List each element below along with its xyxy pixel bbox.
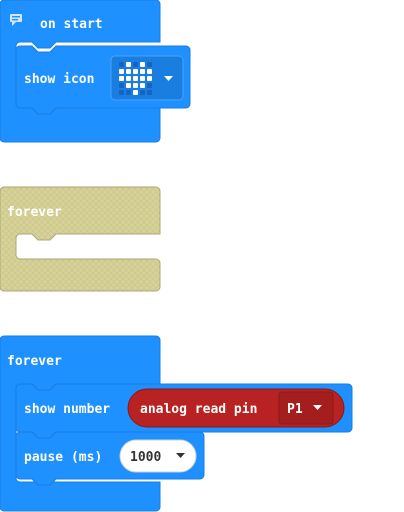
led-pixel: [140, 90, 145, 95]
analog-read-pin-label: analog read pin: [140, 402, 257, 417]
chevron-down-icon: [164, 76, 173, 81]
led-pixel: [126, 76, 131, 81]
led-pixel: [147, 76, 152, 81]
led-pixel: [126, 62, 131, 67]
show-number-block[interactable]: show number analog read pin P1: [15, 383, 353, 439]
chevron-down-icon: [313, 405, 322, 410]
icon-picker-dropdown[interactable]: [110, 55, 184, 101]
heart-icon: [119, 62, 152, 95]
on-start-block[interactable]: on start show icon: [0, 0, 191, 143]
led-pixel: [140, 69, 145, 74]
forever-label-disabled: forever: [7, 205, 62, 220]
forever-block[interactable]: forever show number analog read pin P1 p…: [0, 335, 353, 512]
led-pixel: [119, 76, 124, 81]
led-pixel: [126, 83, 131, 88]
analog-read-pin-block[interactable]: analog read pin P1: [127, 388, 345, 428]
led-pixel: [133, 90, 138, 95]
comment-icon[interactable]: [10, 14, 22, 26]
led-pixel: [126, 90, 131, 95]
led-pixel: [119, 69, 124, 74]
show-number-label: show number: [24, 402, 110, 417]
show-icon-block[interactable]: show icon: [15, 45, 191, 115]
led-pixel: [126, 69, 131, 74]
led-pixel: [133, 62, 138, 67]
pause-block[interactable]: pause (ms) 1000: [15, 431, 205, 486]
forever-block-disabled[interactable]: forever: [0, 186, 161, 292]
pin-dropdown[interactable]: P1: [278, 391, 334, 425]
led-pixel: [119, 90, 124, 95]
pause-label: pause (ms): [24, 450, 102, 465]
led-pixel: [147, 90, 152, 95]
forever-label: forever: [7, 354, 62, 369]
led-pixel: [133, 83, 138, 88]
led-pixel: [133, 69, 138, 74]
led-pixel: [119, 83, 124, 88]
pause-duration-dropdown[interactable]: 1000: [119, 439, 197, 473]
led-pixel: [140, 76, 145, 81]
pin-value: P1: [287, 402, 303, 417]
led-pixel: [147, 69, 152, 74]
chevron-down-icon: [176, 453, 185, 458]
led-pixel: [119, 62, 124, 67]
led-pixel: [133, 76, 138, 81]
led-pixel: [147, 62, 152, 67]
show-icon-label: show icon: [24, 72, 94, 87]
led-pixel: [140, 83, 145, 88]
led-pixel: [140, 62, 145, 67]
pause-value: 1000: [130, 450, 161, 465]
on-start-label: on start: [40, 17, 103, 32]
led-pixel: [147, 83, 152, 88]
